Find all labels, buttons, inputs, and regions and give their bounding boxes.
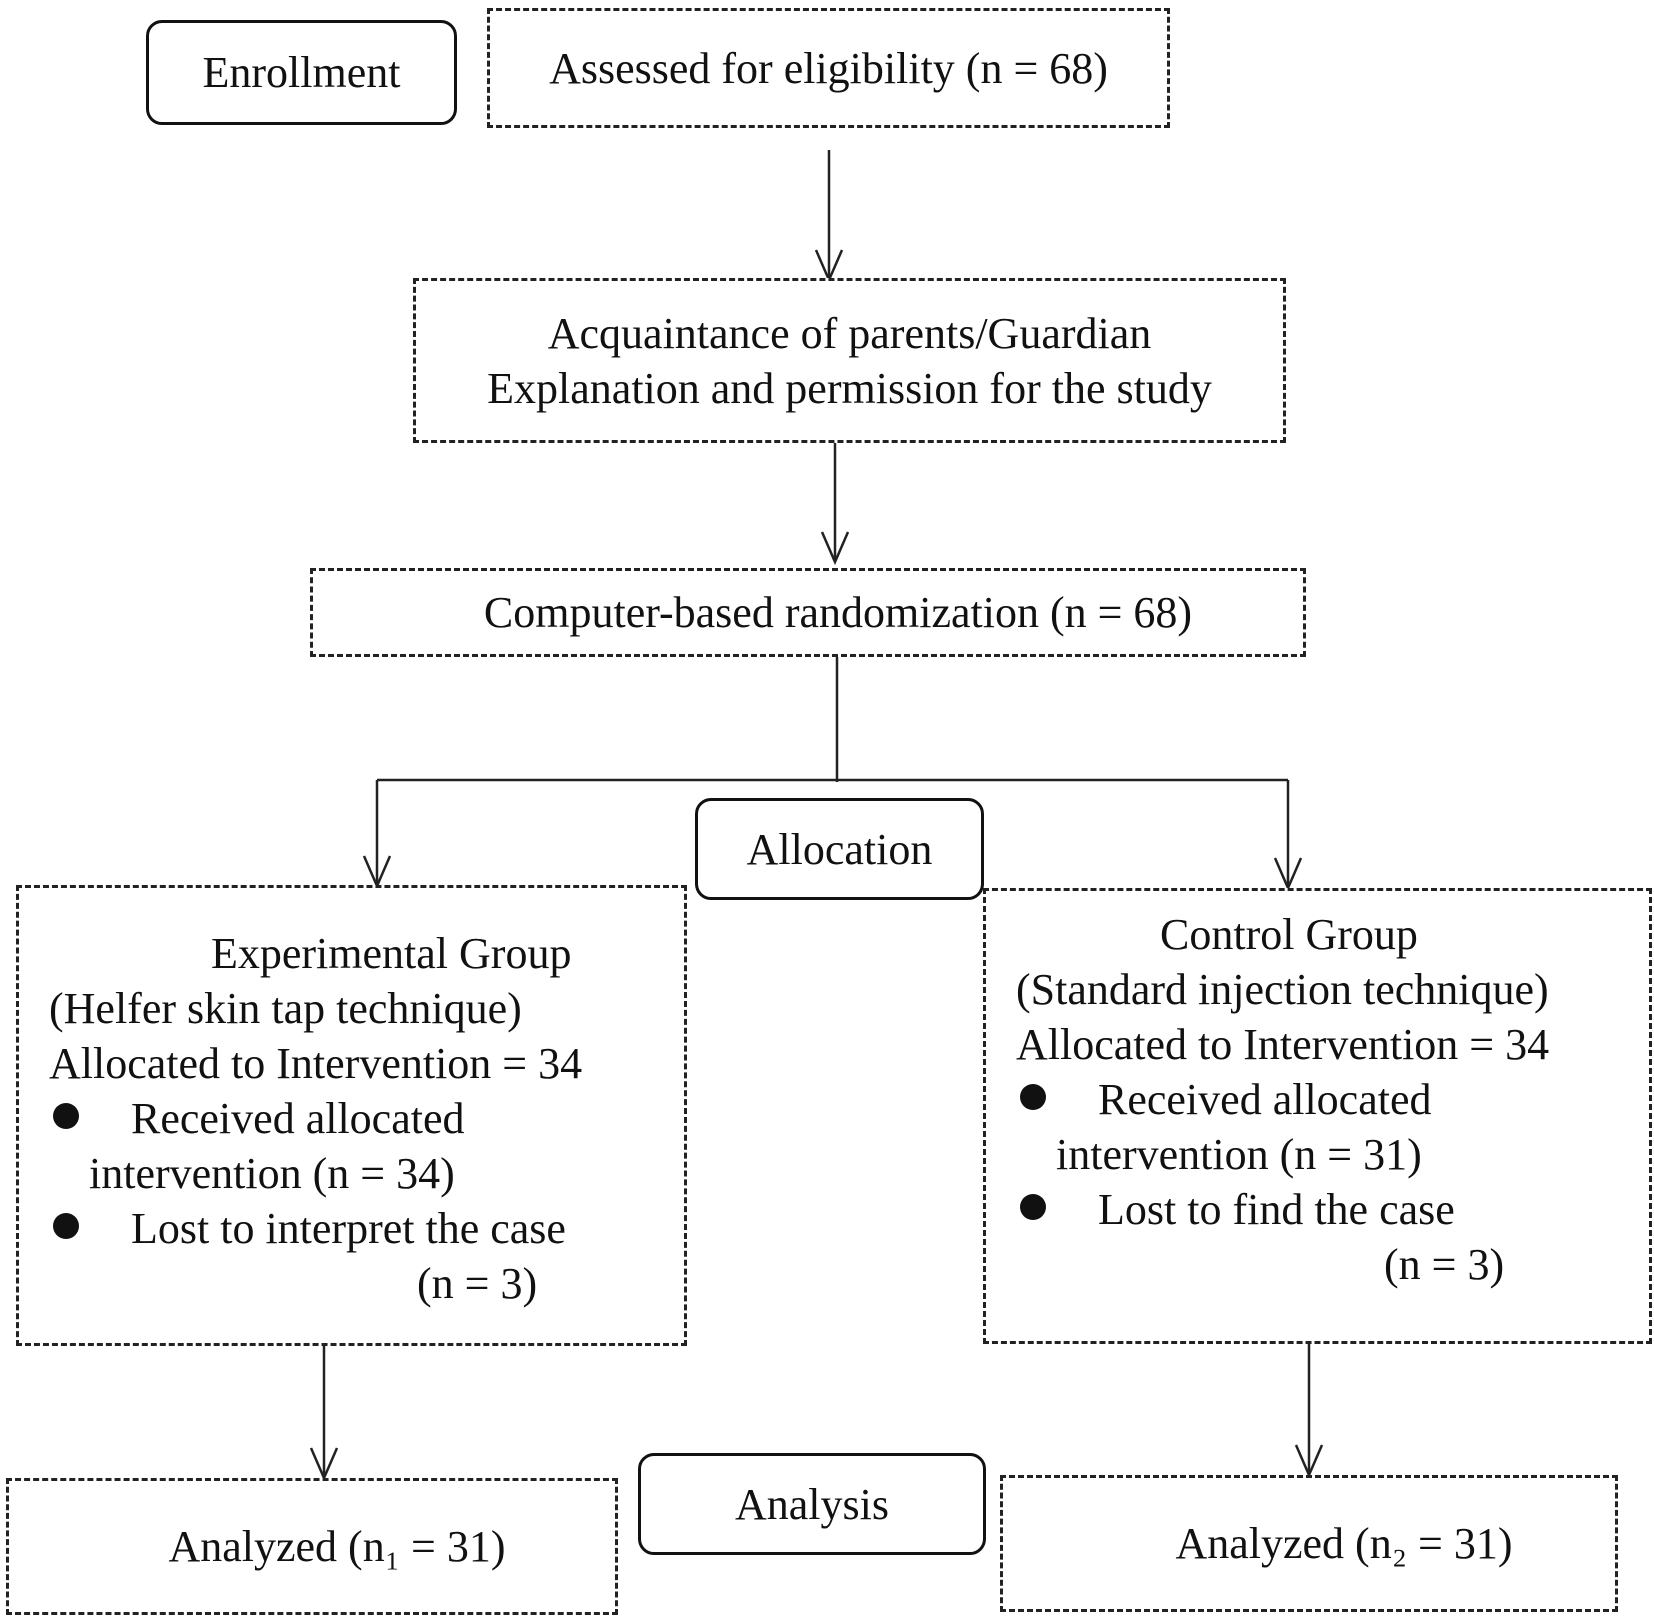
stage-allocation-label: Allocation — [746, 824, 933, 874]
randomization-text: Computer-based randomization (n = 68) — [483, 588, 1193, 637]
experimental-received-item: Received allocated intervention (n = 34) — [49, 1091, 582, 1201]
stage-enrollment: Enrollment — [146, 20, 457, 125]
control-received-item: Received allocated intervention (n = 31) — [1016, 1072, 1549, 1182]
analyzed-left-text: Analyzed (n₁ = 31) — [168, 1522, 506, 1571]
control-allocated: Allocated to Intervention = 34 — [1016, 1020, 1550, 1069]
consent-box: Acquaintance of parents/Guardian Explana… — [413, 278, 1286, 443]
analyzed-right-text: Analyzed (n₂ = 31) — [1175, 1519, 1513, 1568]
control-technique: (Standard injection technique) — [1016, 965, 1549, 1014]
stage-enrollment-label: Enrollment — [202, 48, 401, 97]
experimental-lost-2: (n = 3) — [417, 1259, 538, 1308]
bullet-icon — [53, 1213, 79, 1239]
experimental-lost-1: Lost to interpret the case — [131, 1204, 566, 1253]
stage-analysis-label: Analysis — [735, 1479, 889, 1529]
arrowhead-randomization — [820, 531, 850, 566]
control-received-2: intervention (n = 31) — [1056, 1130, 1422, 1179]
control-group-box: Control Group (Standard injection techni… — [983, 888, 1652, 1344]
analyzed-right-box: Analyzed (n₂ = 31) — [1000, 1475, 1618, 1612]
stage-analysis: Analysis — [638, 1453, 986, 1555]
bullet-icon — [1020, 1194, 1046, 1220]
experimental-received-1: Received allocated — [131, 1094, 465, 1143]
experimental-group-box: Experimental Group (Helfer skin tap tech… — [16, 885, 687, 1346]
control-lost-2: (n = 3) — [1384, 1240, 1505, 1289]
analyzed-left-box: Analyzed (n₁ = 31) — [6, 1478, 618, 1615]
experimental-lost-item: Lost to interpret the case (n = 3) — [49, 1201, 582, 1311]
experimental-title: Experimental Group — [211, 929, 572, 978]
control-received-1: Received allocated — [1098, 1075, 1432, 1124]
consent-line-1: Acquaintance of parents/Guardian — [547, 308, 1152, 358]
randomization-box: Computer-based randomization (n = 68) — [310, 568, 1306, 657]
assessed-box: Assessed for eligibility (n = 68) — [487, 8, 1170, 128]
control-title: Control Group — [1160, 910, 1418, 959]
stage-allocation: Allocation — [695, 798, 984, 900]
bullet-icon — [53, 1103, 79, 1129]
consent-line-2: Explanation and permission for the study — [487, 363, 1212, 413]
assessed-text: Assessed for eligibility (n = 68) — [549, 43, 1108, 93]
experimental-allocated: Allocated to Intervention = 34 — [49, 1039, 583, 1088]
bullet-icon — [1020, 1084, 1046, 1110]
experimental-received-2: intervention (n = 34) — [89, 1149, 455, 1198]
experimental-technique: (Helfer skin tap technique) — [49, 984, 522, 1033]
control-lost-item: Lost to find the case (n = 3) — [1016, 1182, 1549, 1292]
control-lost-1: Lost to find the case — [1098, 1185, 1455, 1234]
